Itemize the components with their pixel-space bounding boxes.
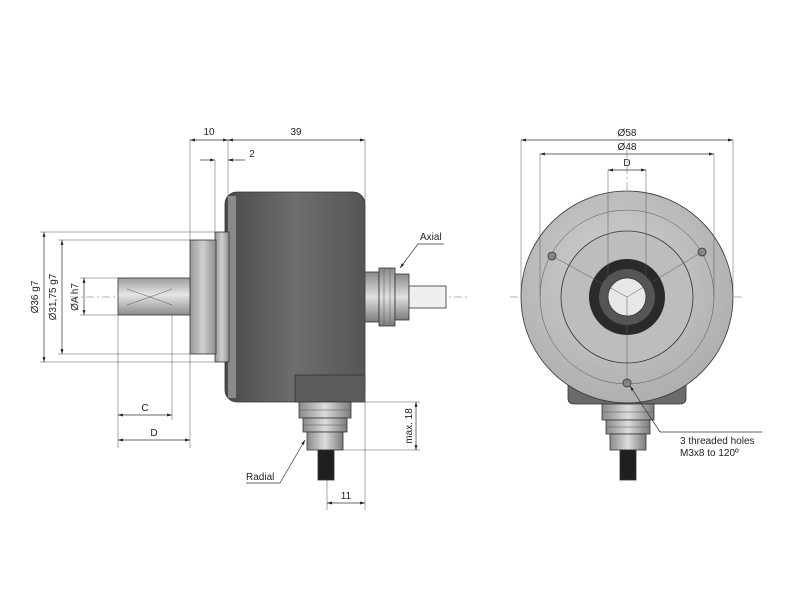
radial-label: Radial xyxy=(246,472,274,483)
housing-connector-block xyxy=(294,374,366,403)
pilot-spigot xyxy=(189,239,217,355)
front-view: Ø58 Ø48 D 3 threaded holes M3x8 to 120º xyxy=(510,128,762,481)
radial-cable xyxy=(317,449,335,481)
dim-d-label: D xyxy=(150,428,157,439)
housing-rim xyxy=(228,196,236,398)
front-cable-gland xyxy=(601,403,655,481)
side-view: 10 39 2 Ø36 g7 Ø31,75 g7 ØA h7 C D max. … xyxy=(30,127,470,510)
dim-2-label: 2 xyxy=(249,149,255,160)
encoder-housing xyxy=(224,191,366,403)
dim-10-label: 10 xyxy=(203,127,215,138)
front-cable xyxy=(619,449,637,481)
dim-11-label: 11 xyxy=(341,491,352,502)
dim-dia-36-label: Ø36 g7 xyxy=(30,280,41,313)
dim-dia-31-label: Ø31,75 g7 xyxy=(48,273,59,320)
dim-c-label: C xyxy=(141,403,148,414)
dim-dia-48-label: Ø48 xyxy=(618,142,637,153)
dim-front-d-label: D xyxy=(623,158,630,169)
shaft xyxy=(117,277,191,316)
radial-cable-gland xyxy=(298,401,352,481)
axial-cable-gland xyxy=(364,267,447,327)
shaft-flat-mark-right xyxy=(149,288,173,306)
axial-cable xyxy=(408,285,447,309)
threaded-holes-note-line1: 3 threaded holes xyxy=(680,436,755,447)
threaded-holes-note-line2: M3x8 to 120º xyxy=(680,448,739,459)
dim-max-18-label: max. 18 xyxy=(404,408,415,444)
dim-39-label: 39 xyxy=(290,127,302,138)
dim-dia-58-label: Ø58 xyxy=(618,128,637,139)
dim-dia-a-label: ØA h7 xyxy=(70,283,81,311)
mounting-flange xyxy=(214,231,230,363)
axial-label: Axial xyxy=(420,232,442,243)
